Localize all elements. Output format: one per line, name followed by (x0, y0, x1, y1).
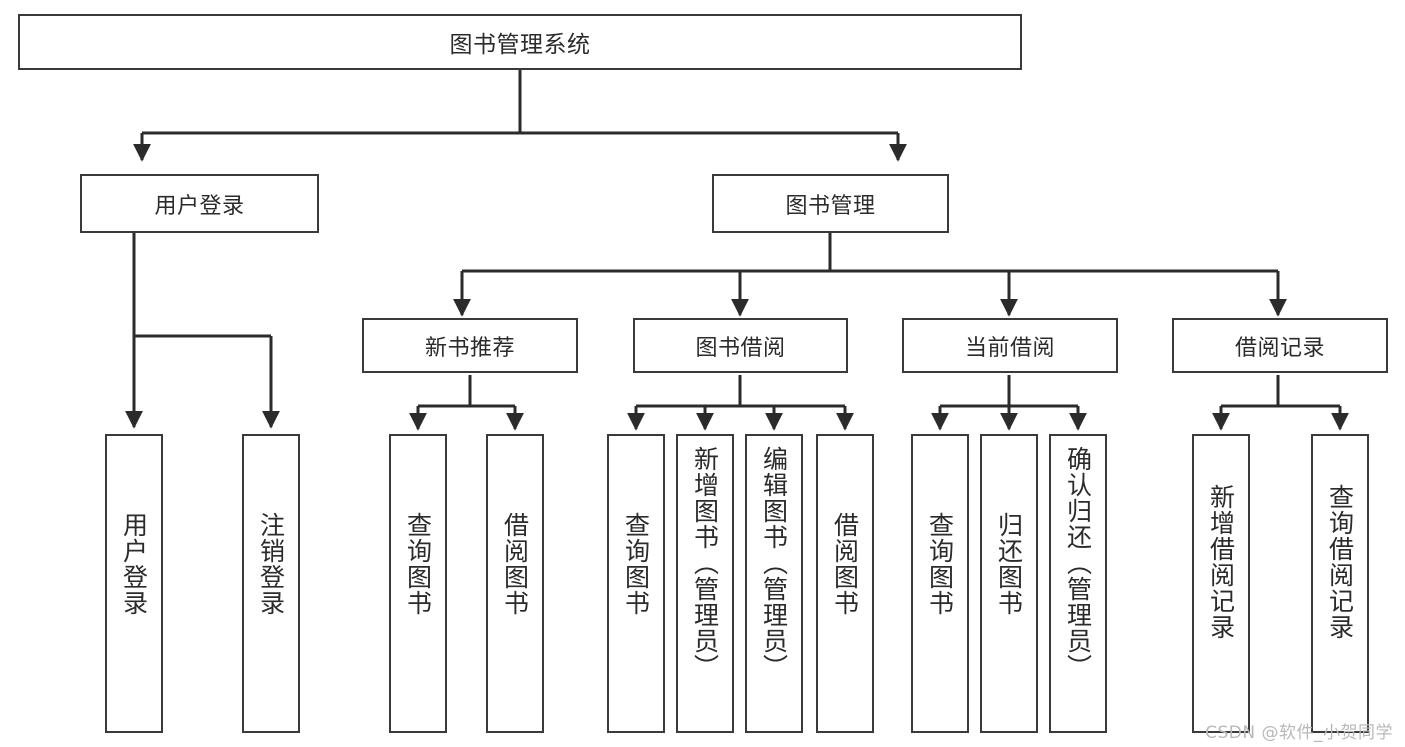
leaf-add-borrow-record-label: 新增借阅记录 (1206, 484, 1236, 640)
leaf-return-book-label: 归还图书 (994, 512, 1024, 616)
leaf-recommend-borrow-book-label: 借阅图书 (500, 512, 530, 616)
node-book-borrow-label: 图书借阅 (695, 335, 786, 361)
node-user-login[interactable]: 用户登录 (80, 174, 319, 233)
leaf-user-login-label: 用户登录 (119, 512, 149, 616)
leaf-query-borrow-record[interactable]: 查询借阅记录 (1311, 434, 1369, 733)
node-borrow-record[interactable]: 借阅记录 (1172, 318, 1388, 373)
leaf-recommend-query-book-label: 查询图书 (403, 512, 433, 616)
node-book-borrow[interactable]: 图书借阅 (633, 318, 848, 373)
leaf-logout[interactable]: 注销登录 (242, 434, 300, 733)
leaf-borrow-query-book[interactable]: 查询图书 (607, 434, 665, 733)
leaf-query-borrow-record-label: 查询借阅记录 (1325, 484, 1355, 640)
leaf-return-book[interactable]: 归还图书 (980, 434, 1038, 733)
leaf-confirm-return-admin[interactable]: 确认归还（管理员） (1049, 434, 1107, 733)
leaf-edit-book-admin-label: 编辑图书（管理员） (759, 446, 789, 680)
node-book-management-label: 图书管理 (785, 193, 876, 219)
node-user-login-label: 用户登录 (154, 193, 245, 219)
leaf-confirm-return-admin-label: 确认归还（管理员） (1063, 446, 1093, 680)
leaf-borrow-book-label: 借阅图书 (830, 512, 860, 616)
leaf-add-book-admin-label: 新增图书（管理员） (690, 446, 720, 680)
node-book-management[interactable]: 图书管理 (712, 174, 949, 233)
leaf-borrow-query-book-label: 查询图书 (621, 512, 651, 616)
leaf-recommend-query-book[interactable]: 查询图书 (389, 434, 447, 733)
leaf-recommend-borrow-book[interactable]: 借阅图书 (486, 434, 544, 733)
leaf-edit-book-admin[interactable]: 编辑图书（管理员） (745, 434, 803, 733)
leaf-borrow-book[interactable]: 借阅图书 (816, 434, 874, 733)
leaf-add-book-admin[interactable]: 新增图书（管理员） (676, 434, 734, 733)
leaf-current-query-book[interactable]: 查询图书 (911, 434, 969, 733)
node-current-borrow[interactable]: 当前借阅 (902, 318, 1118, 373)
node-borrow-record-label: 借阅记录 (1234, 335, 1325, 361)
leaf-add-borrow-record[interactable]: 新增借阅记录 (1192, 434, 1250, 733)
node-root-label: 图书管理系统 (449, 32, 591, 58)
node-new-book-recommend[interactable]: 新书推荐 (362, 318, 578, 373)
node-current-borrow-label: 当前借阅 (964, 335, 1055, 361)
node-root[interactable]: 图书管理系统 (18, 14, 1022, 70)
node-new-book-recommend-label: 新书推荐 (424, 335, 515, 361)
leaf-logout-label: 注销登录 (256, 512, 286, 616)
leaf-current-query-book-label: 查询图书 (925, 512, 955, 616)
csdn-watermark: CSDN @软件_小贺同学 (1205, 723, 1393, 743)
leaf-user-login[interactable]: 用户登录 (105, 434, 163, 733)
